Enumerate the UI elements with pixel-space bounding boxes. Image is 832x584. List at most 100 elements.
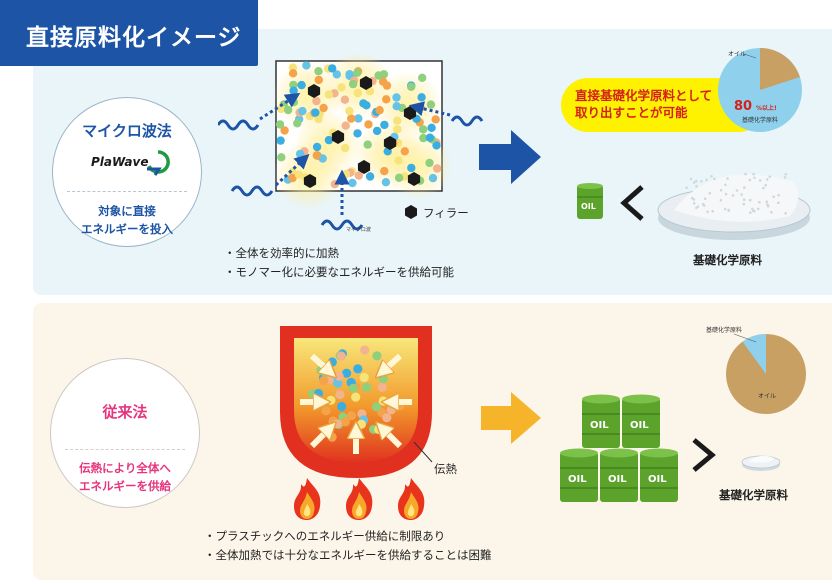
- bullet-item: 全体を効率的に加熱: [224, 244, 454, 263]
- svg-text:OIL: OIL: [630, 420, 649, 431]
- plastic-particle: [427, 123, 436, 132]
- bullet-item: プラスチックへのエネルギー供給に制限あり: [204, 527, 492, 546]
- plastic-particles: [274, 55, 452, 209]
- plastic-particle: [353, 68, 362, 77]
- plastic-particle: [381, 178, 391, 187]
- svg-text:OIL: OIL: [590, 420, 609, 431]
- flame-icon: [398, 478, 425, 520]
- circle-divider: [65, 449, 185, 450]
- plastic-particle: [295, 149, 305, 159]
- microwave-yield-pie: オイル 80 %以上! 基礎化学原料: [718, 48, 802, 132]
- plastic-particle: [377, 382, 387, 392]
- plastic-particle: [333, 378, 343, 388]
- flame-icon: [346, 478, 373, 520]
- plastic-particle: [324, 90, 333, 99]
- plastic-particle: [347, 114, 356, 123]
- plastic-particle: [277, 153, 286, 162]
- page-title-tab: 直接原料化イメージ: [0, 0, 258, 66]
- heat-arrow: [382, 353, 402, 372]
- plastic-particle: [380, 166, 389, 176]
- bullet-item: 全体加熱では十分なエネルギーを供給することは困難: [204, 546, 492, 565]
- plastic-particle: [386, 405, 396, 415]
- filler-label: フィラー: [423, 206, 469, 220]
- plastic-particle: [426, 100, 436, 109]
- heating-pot-diagram: [280, 326, 433, 478]
- plastic-particle: [328, 64, 337, 73]
- plastic-particle: [298, 106, 307, 116]
- chemical-feedstock-dish: [657, 172, 811, 240]
- plastic-particle: [321, 406, 331, 416]
- plastic-particle: [428, 173, 438, 183]
- process-arrow-orange: [481, 392, 541, 444]
- conventional-yield-pie: 基礎化学原料 オイル: [706, 326, 806, 414]
- plastic-particle: [340, 143, 350, 153]
- oil-drum-icon: OIL: [577, 183, 603, 219]
- plastic-particle: [276, 136, 285, 145]
- plastic-particle: [418, 73, 427, 82]
- flame-icons: [294, 478, 425, 520]
- plastic-particle: [425, 133, 435, 142]
- pie-slice-oil: [760, 48, 800, 90]
- plastic-particle: [432, 141, 441, 150]
- pie-slice-base: [742, 334, 766, 374]
- filler-icon: [405, 205, 417, 219]
- chemical-feedstock-small: [741, 455, 781, 471]
- plastic-particle: [394, 173, 404, 182]
- plastic-particle: [417, 93, 426, 102]
- plastic-particle: [312, 142, 322, 152]
- plastic-particle: [433, 164, 442, 173]
- circle-divider: [67, 191, 187, 192]
- microwave-arrow: [274, 153, 310, 187]
- plastic-particle: [293, 119, 302, 128]
- plastic-particle: [275, 120, 285, 129]
- plastic-particle: [365, 87, 375, 96]
- microwave-wave-icon: [218, 115, 484, 231]
- bullet-item: モノマー化に必要なエネルギーを供給可能: [224, 263, 455, 282]
- plastic-particle: [378, 374, 388, 384]
- plastic-particle: [312, 96, 321, 106]
- plawave-logo-icon: [147, 150, 170, 176]
- pie-label-oil: オイル: [758, 393, 776, 400]
- plastic-particle: [382, 95, 391, 104]
- plastic-particle: [284, 105, 293, 115]
- plastic-particle: [392, 93, 401, 102]
- heat-arrow: [309, 428, 330, 449]
- oil-drum: OIL: [640, 448, 678, 502]
- plastic-particle: [326, 395, 336, 405]
- filler-particle: [383, 136, 397, 150]
- greater-than-icon: [692, 438, 716, 472]
- plastic-particle: [372, 126, 382, 136]
- plastic-particle: [353, 364, 363, 374]
- heat-transfer-label: 伝熱: [434, 462, 457, 476]
- conventional-method-circle: 従来法 伝熱により全体へ エネルギーを供給: [50, 358, 200, 508]
- plastic-particle: [359, 372, 369, 383]
- filler-particle: [303, 174, 317, 188]
- plastic-particle: [348, 178, 357, 188]
- plastic-particle: [372, 351, 382, 361]
- microwave-arrow: [259, 92, 301, 121]
- plastic-particle: [332, 419, 342, 429]
- plastic-particle: [289, 86, 298, 95]
- heat-arrow: [382, 428, 403, 449]
- filler-particle: [307, 84, 321, 98]
- plastic-particle: [340, 417, 350, 427]
- feedstock-label-top: 基礎化学原料: [693, 253, 762, 267]
- plastic-particle: [319, 103, 328, 113]
- plastic-particle: [276, 104, 286, 114]
- page-title: 直接原料化イメージ: [26, 25, 242, 51]
- plastic-particle: [360, 345, 370, 355]
- plastic-particle: [382, 413, 392, 423]
- svg-text:OIL: OIL: [581, 202, 596, 211]
- plastic-particle: [335, 389, 345, 400]
- plastic-particle: [393, 125, 402, 134]
- plastic-particle: [374, 71, 383, 80]
- plastic-particle: [419, 125, 428, 134]
- plastic-particle: [288, 173, 297, 183]
- oil-drum: OIL: [622, 394, 660, 448]
- plastic-particle: [332, 70, 341, 79]
- filler-particle: [357, 160, 371, 174]
- plastic-particle: [359, 99, 368, 108]
- plastic-particle: [382, 81, 392, 90]
- plastic-particle: [407, 163, 416, 173]
